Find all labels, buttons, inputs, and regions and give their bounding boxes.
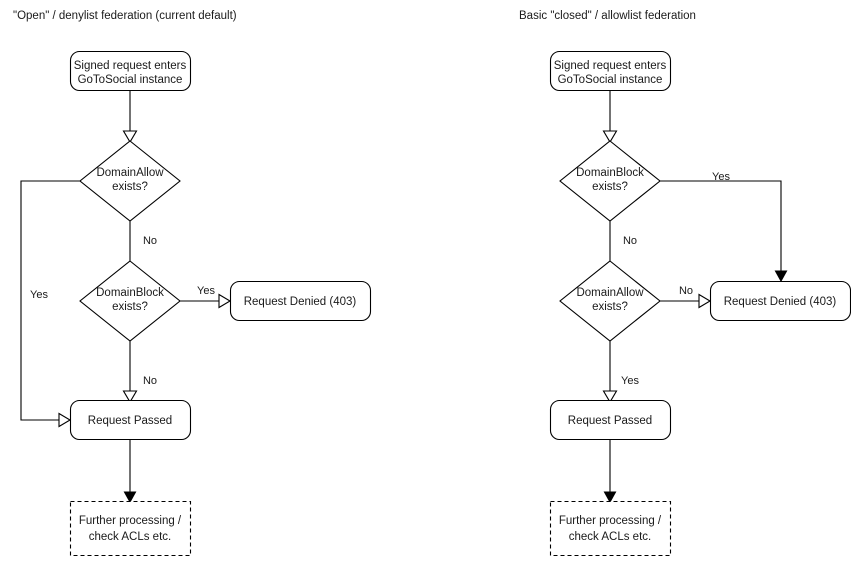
request-passed-label-right: Request Passed [568, 415, 652, 427]
further-processing-label-line1-left: Further processing / [79, 515, 182, 527]
start-label-line1-right: Signed request enters [554, 60, 667, 72]
decision-label-line1-right: DomainBlock [576, 167, 644, 179]
edge-label-domainallow-no-right: No [679, 285, 693, 297]
decision-label-line2-right: exists? [592, 301, 628, 313]
decision-label-line1-right: DomainAllow [576, 287, 644, 299]
request-denied-box-left[interactable] [229, 280, 372, 322]
edge-passed-to-further-left [123, 440, 137, 504]
edge-label-domainblock-yes-right: Yes [712, 171, 730, 183]
edge-label-domainblock-no-right: No [623, 235, 637, 247]
decision-label-line2-left: exists? [112, 301, 148, 313]
edge-line [660, 180, 782, 272]
edge-domainallow-yes-right: Yes [602, 341, 639, 404]
node-further-processing-left[interactable]: Further processing / check ACLs etc. [69, 500, 192, 557]
edge-domainallow-yes-left: Yes [20, 180, 80, 428]
arrowhead-filled [123, 491, 137, 504]
edge-label-domainblock-yes-left: Yes [197, 285, 215, 297]
arrowhead-open [218, 293, 232, 309]
arrowhead-filled [774, 270, 788, 283]
decision-label-line1-left: DomainAllow [96, 167, 164, 179]
request-passed-box-left[interactable] [69, 399, 192, 441]
arrowhead-open [602, 130, 618, 144]
node-start-left[interactable]: Signed request enters GoToSocial instanc… [69, 50, 192, 92]
diagram-closed-allowlist: Basic "closed" / allowlist federation Si… [519, 10, 851, 557]
node-decision-domainallow-right[interactable]: DomainAllow exists? [559, 260, 661, 342]
node-request-passed-right[interactable]: Request Passed [549, 399, 672, 441]
node-decision-domainblock-left[interactable]: DomainBlock exists? [79, 260, 181, 342]
decision-label-line2-right: exists? [592, 181, 628, 193]
edge-domainallow-no-right: No [660, 285, 712, 309]
further-processing-box-left[interactable] [69, 500, 192, 557]
arrowhead-open [122, 390, 138, 404]
edge-passed-to-further-right [603, 440, 617, 504]
edge-start-to-domainallow-left [122, 90, 138, 144]
arrowhead-open [122, 130, 138, 144]
decision-label-line1-left: DomainBlock [96, 287, 164, 299]
edge-domainblock-no-left: No [122, 341, 157, 404]
diagram-title-closed-allowlist: Basic "closed" / allowlist federation [519, 10, 696, 22]
decision-label-line2-left: exists? [112, 181, 148, 193]
edge-domainblock-yes-left: Yes [180, 285, 232, 309]
start-label-line2-left: GoToSocial instance [78, 74, 183, 86]
arrowhead-open [602, 390, 618, 404]
request-denied-label-right: Request Denied (403) [724, 296, 837, 308]
edge-label-domainallow-no-left: No [143, 235, 157, 247]
start-label-line2-right: GoToSocial instance [558, 74, 663, 86]
arrowhead-open [58, 412, 72, 428]
request-passed-box-right[interactable] [549, 399, 672, 441]
request-denied-label-left: Request Denied (403) [244, 296, 357, 308]
further-processing-box-right[interactable] [549, 500, 672, 557]
request-passed-label-left: Request Passed [88, 415, 172, 427]
further-processing-label-line2-right: check ACLs etc. [569, 531, 651, 543]
edge-label-domainallow-yes-right: Yes [621, 375, 639, 387]
further-processing-label-line1-right: Further processing / [559, 515, 662, 527]
edge-start-to-domainblock-right [602, 90, 618, 144]
node-decision-domainblock-right[interactable]: DomainBlock exists? [559, 140, 661, 222]
edge-line [20, 180, 80, 421]
node-start-right[interactable]: Signed request enters GoToSocial instanc… [549, 50, 672, 92]
edge-label-domainallow-yes-left: Yes [30, 289, 48, 301]
node-decision-domainallow-left[interactable]: DomainAllow exists? [79, 140, 181, 222]
diagram-title-open-denylist: "Open" / denylist federation (current de… [13, 10, 237, 22]
node-request-passed-left[interactable]: Request Passed [69, 399, 192, 441]
node-request-denied-right[interactable]: Request Denied (403) [709, 280, 851, 322]
diagram-open-denylist: "Open" / denylist federation (current de… [13, 10, 372, 557]
edge-label-domainblock-no-left: No [143, 375, 157, 387]
node-further-processing-right[interactable]: Further processing / check ACLs etc. [549, 500, 672, 557]
further-processing-label-line2-left: check ACLs etc. [89, 531, 171, 543]
arrowhead-open [698, 293, 712, 309]
start-label-line1-left: Signed request enters [74, 60, 187, 72]
edge-domainblock-yes-right: Yes [660, 171, 788, 283]
node-request-denied-left[interactable]: Request Denied (403) [229, 280, 372, 322]
arrowhead-filled [603, 491, 617, 504]
